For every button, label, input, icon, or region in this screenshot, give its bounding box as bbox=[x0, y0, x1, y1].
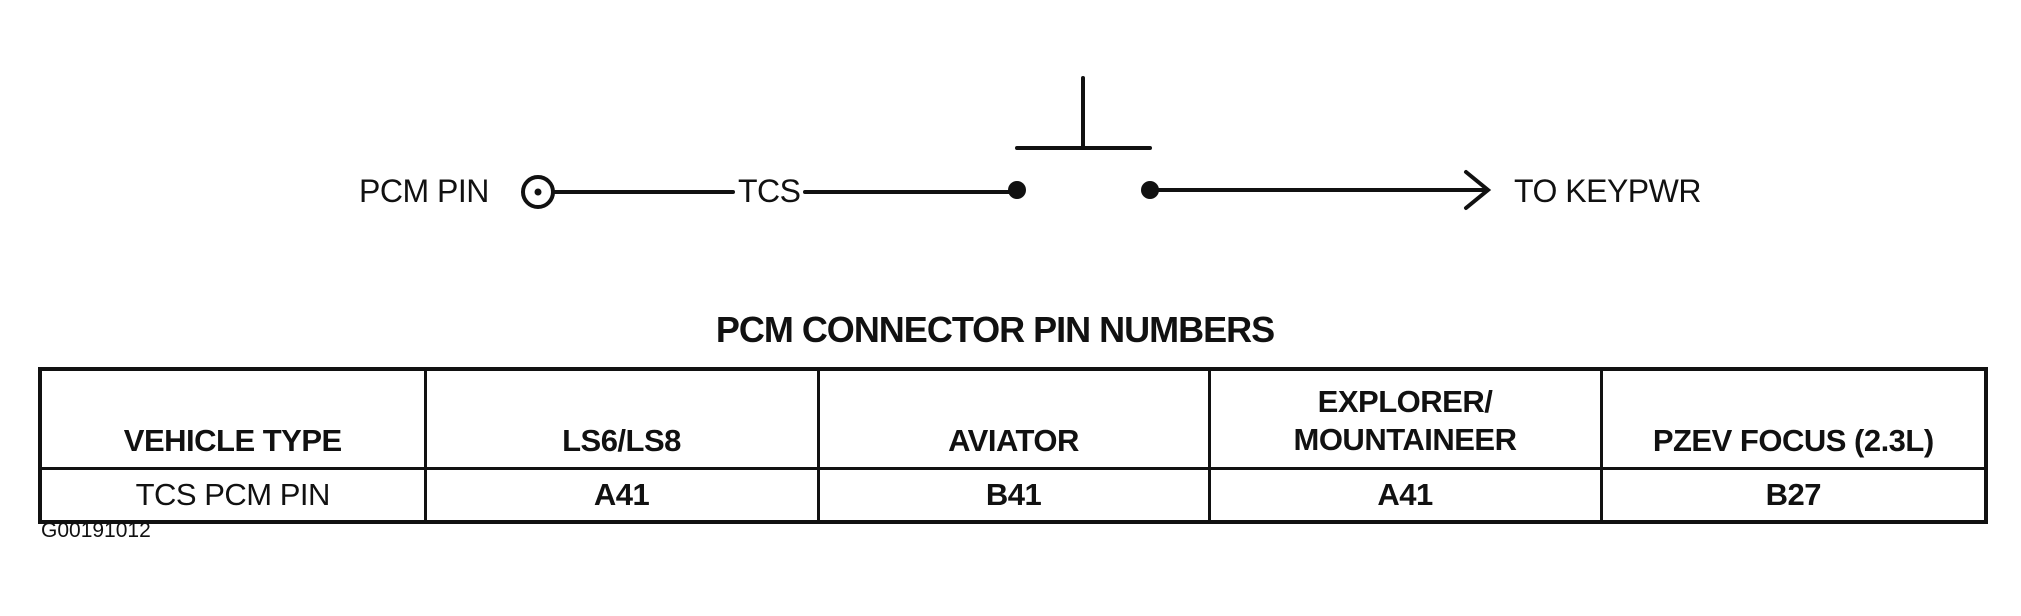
header-cell-aviator: AVIATOR bbox=[816, 367, 1211, 470]
arrow-head-icon bbox=[1464, 170, 1492, 210]
row-label-tcs-pcm-pin: TCS PCM PIN bbox=[38, 467, 427, 524]
switch-schematic: PCM PIN TCS TO KEYPWR bbox=[0, 0, 2021, 300]
tcs-circuit-label: TCS bbox=[738, 173, 801, 209]
value-cell-explorer-mountaineer: A41 bbox=[1207, 467, 1603, 524]
pcm-pin-terminal-center bbox=[534, 188, 542, 196]
switch-contact-right bbox=[1141, 181, 1159, 199]
figure-code: G00191012 bbox=[41, 519, 151, 542]
header-cell-ls6-ls8: LS6/LS8 bbox=[423, 367, 820, 470]
value-cell-aviator: B41 bbox=[816, 467, 1211, 524]
schematic-drawing bbox=[521, 76, 1492, 210]
keypwr-destination-label: TO KEYPWR bbox=[1514, 173, 1701, 209]
header-cell-vehicle-type: VEHICLE TYPE bbox=[38, 367, 427, 470]
header-cell-pzev-focus: PZEV FOCUS (2.3L) bbox=[1599, 367, 1988, 470]
table-title: PCM CONNECTOR PIN NUMBERS bbox=[715, 309, 1275, 350]
header-cell-explorer-mountaineer: EXPLORER/ MOUNTAINEER bbox=[1207, 367, 1603, 470]
table-row: TCS PCM PIN A41 B41 A41 B27 bbox=[38, 467, 1988, 524]
value-cell-ls6-ls8: A41 bbox=[423, 467, 820, 524]
pin-numbers-table: VEHICLE TYPE LS6/LS8 AVIATOR EXPLORER/ M… bbox=[38, 367, 1988, 524]
pcm-pin-label: PCM PIN bbox=[359, 173, 489, 209]
switch-contact-left bbox=[1008, 181, 1026, 199]
value-cell-pzev-focus: B27 bbox=[1599, 467, 1988, 524]
table-header-row: VEHICLE TYPE LS6/LS8 AVIATOR EXPLORER/ M… bbox=[38, 367, 1988, 470]
